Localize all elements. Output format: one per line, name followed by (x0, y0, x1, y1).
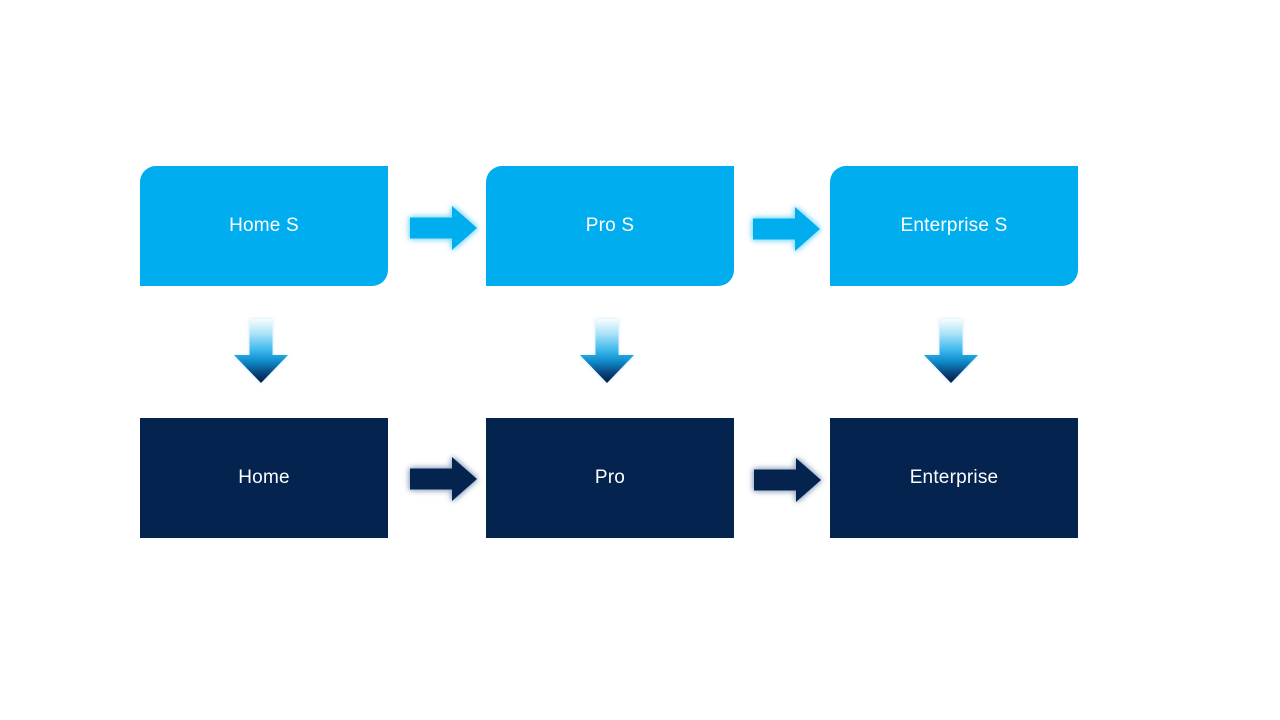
right-arrow-shape (754, 458, 821, 502)
right-arrow-shape (410, 457, 477, 501)
right-arrow-icon-home-s-to-pro-s (410, 206, 477, 250)
right-arrow-shape (753, 207, 820, 251)
down-arrow-shape (234, 319, 288, 383)
down-arrow-shape (580, 319, 634, 383)
node-pro: Pro (486, 418, 734, 538)
node-home-label: Home (238, 467, 290, 488)
node-home: Home (140, 418, 388, 538)
node-pro-label: Pro (594, 467, 626, 488)
node-enterprise: Enterprise (830, 418, 1078, 538)
down-arrow-icon-enterprise-s-to-enterprise (924, 319, 978, 383)
right-arrow-icon-pro-to-enterprise (754, 458, 821, 502)
node-home-s-label: Home S (229, 215, 299, 236)
right-arrow-icon-pro-s-to-enterprise-s (753, 207, 820, 251)
down-arrow-shape (924, 319, 978, 383)
down-arrow-icon-home-s-to-home (234, 319, 288, 383)
node-home-s: Home S (140, 166, 388, 286)
down-arrow-icon-pro-s-to-pro (580, 319, 634, 383)
node-pro-s-label: Pro S (585, 215, 635, 236)
node-enterprise-label: Enterprise (909, 467, 999, 488)
right-arrow-icon-home-to-pro (410, 457, 477, 501)
node-pro-s: Pro S (486, 166, 734, 286)
right-arrow-shape (410, 206, 477, 250)
node-enterprise-s-label: Enterprise S (900, 215, 1008, 236)
node-enterprise-s: Enterprise S (830, 166, 1078, 286)
